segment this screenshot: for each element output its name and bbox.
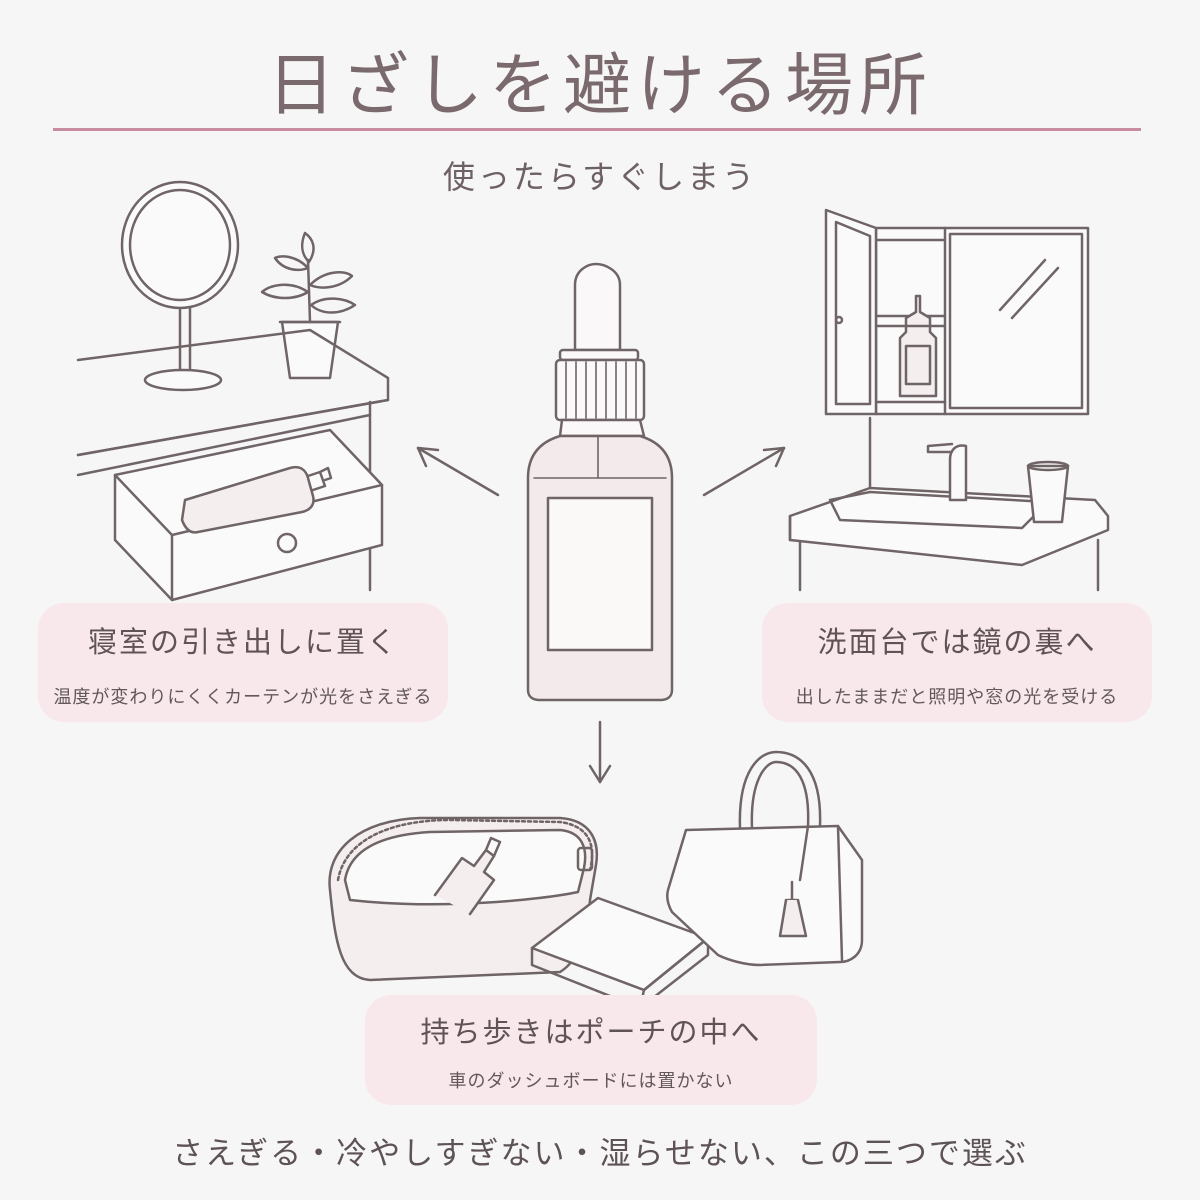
- arrow-icon: [416, 446, 786, 784]
- vanity-mirror-icon: [120, 180, 240, 392]
- title-divider: [53, 128, 1141, 131]
- bedroom-drawer-title: 寝室の引き出しに置く: [87, 625, 398, 659]
- carry-pouch-title: 持ち歩きはポーチの中へ: [420, 1015, 762, 1049]
- handbag-icon: [665, 750, 864, 967]
- summary-footer: さえぎる・冷やしすぎない・湿らせない、この三つで選ぶ: [172, 1136, 1028, 1172]
- page-subtitle: 使ったらすぐしまう: [442, 158, 758, 196]
- bedroom-drawer-card: 寝室の引き出しに置く 温度が変わりにくくカーテンが光をさえぎる: [38, 603, 448, 722]
- dropper-bottle-small-icon: [898, 294, 938, 398]
- potted-plant-icon: [260, 231, 357, 380]
- drawer-icon: [113, 428, 384, 602]
- washstand-cabinet-card: 洗面台では鏡の裏へ 出したままだと照明や窓の光を受ける: [762, 603, 1152, 722]
- washstand-cabinet-note: 出したままだと照明や窓の光を受ける: [795, 687, 1119, 708]
- dropper-bottle-icon: [526, 262, 674, 702]
- pouch-icon: [328, 816, 599, 982]
- bedroom-drawer-note: 温度が変わりにくくカーテンが光をさえぎる: [53, 687, 433, 708]
- vanity-desk-icon: [76, 180, 390, 602]
- sink-icon: [788, 416, 1110, 592]
- washstand-cabinet-title: 洗面台では鏡の裏へ: [817, 625, 1097, 659]
- page-title: 日ざしを避ける場所: [266, 47, 933, 126]
- carry-pouch-card: 持ち歩きはポーチの中へ 車のダッシュボードには置かない: [365, 995, 817, 1105]
- medicine-cabinet-icon: [824, 208, 1090, 416]
- cup-icon: [1026, 460, 1070, 524]
- carry-pouch-note: 車のダッシュボードには置かない: [448, 1071, 734, 1092]
